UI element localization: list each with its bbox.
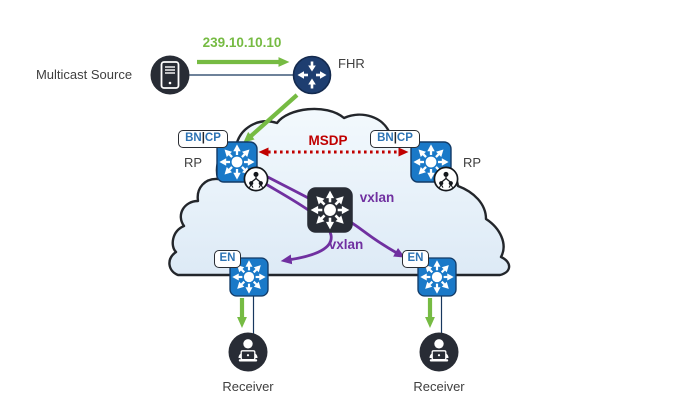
right-bn-text: BN [377,132,394,144]
right-receiver-label: Receiver [413,379,465,394]
server-icon [150,55,190,95]
vxlan-label-bottom: vxlan [328,237,364,252]
left-bncp-separator: | [201,132,205,144]
right-receiver-icon [418,331,460,373]
router-icon [292,55,332,95]
vxlan-flow-to-right-en [261,172,406,258]
multicast-arrow-fhr-cloud [243,93,299,143]
multicast-group-ip-label: 239.10.10.10 [202,35,282,50]
msdp-label: MSDP [308,133,348,148]
left-cp-text: CP [204,132,221,144]
left-bncp-tag: BN|CP [178,130,228,148]
left-en-tag: EN [214,250,241,268]
left-receiver-label: Receiver [222,379,274,394]
fhr-label: FHR [338,56,365,71]
left-bn-text: BN [185,132,202,144]
vxlan-flow-to-left-en [263,181,333,265]
left-receiver-icon [227,331,269,373]
right-cp-text: CP [396,132,413,144]
right-multicast-tree-icon [433,166,459,192]
left-multicast-tree-icon [243,166,269,192]
vxlan-switch-icon [308,188,352,232]
multicast-source-label: Multicast Source [35,67,133,82]
right-bncp-tag: BN|CP [370,130,420,148]
left-rp-label: RP [183,155,203,170]
right-rp-label: RP [462,155,482,170]
right-en-tag: EN [402,250,429,268]
right-bncp-separator: | [393,132,397,144]
vxlan-label-mid: vxlan [359,190,395,205]
